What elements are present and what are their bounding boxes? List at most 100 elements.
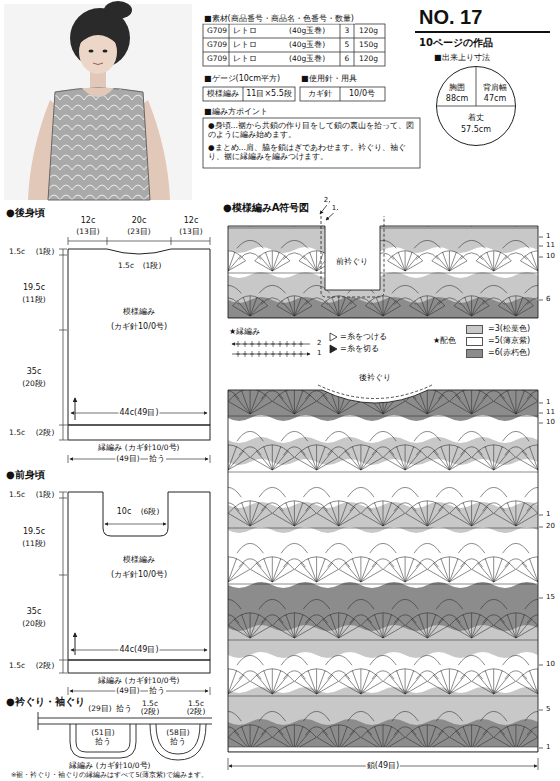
label-text: ※裾・衿ぐり・袖ぐりの縁編みはすべて5(薄京紫)で編みます。 <box>10 772 209 779</box>
front-dimension-lines <box>59 673 67 674</box>
chain-bracket <box>228 758 229 770</box>
front-piece <box>68 660 210 673</box>
label-text: 35c <box>26 368 43 377</box>
back-dimension-lines <box>210 455 211 463</box>
label-text: (40g玉巻) <box>288 41 326 49</box>
border-stitch <box>292 341 296 357</box>
front-dimension-lines <box>59 660 67 661</box>
front-dimension-lines <box>59 575 67 576</box>
label-text: 後衿ぐり <box>358 374 392 383</box>
label-text: 拾う <box>169 738 187 746</box>
label-text: 1 <box>316 350 322 358</box>
front-dimension-lines <box>63 492 64 673</box>
border-stitch <box>271 341 275 357</box>
label-text: (2段) <box>186 708 207 716</box>
color-swatch <box>466 325 483 334</box>
label-text: 1.5c <box>117 262 135 270</box>
label-text: 1.5c <box>187 700 205 708</box>
back-dimension-lines <box>59 425 67 426</box>
label-text: (1段) <box>35 491 56 499</box>
size-circle-dividers <box>436 66 516 106</box>
label-text: 150g <box>358 41 379 49</box>
chain-bracket <box>538 758 539 770</box>
body-chart <box>184 319 560 752</box>
label-text: (40g玉巻) <box>288 27 326 35</box>
label-text: レトロ <box>232 41 258 49</box>
label-text: 5 <box>344 41 351 49</box>
label-text: ■編み方ポイント <box>203 108 269 117</box>
label-text: (13目) <box>75 228 100 236</box>
material-table <box>229 24 230 66</box>
label-text: 1.5c <box>8 662 26 670</box>
label-text: 19.5c <box>22 284 46 293</box>
color-swatch <box>466 349 483 358</box>
back-dimension-lines <box>59 249 67 250</box>
chart-outline <box>228 390 538 752</box>
label-text: 44c(49目) <box>119 646 160 655</box>
label-text: 鎖(49目) <box>366 762 400 771</box>
label-text: 44c(49目) <box>119 409 160 418</box>
label-text: 縁編み (カギ針10/0号) <box>97 444 180 452</box>
label-text: 6 <box>344 55 351 63</box>
row-tick <box>539 246 543 247</box>
back-piece <box>68 249 210 440</box>
chart-outline <box>228 226 538 318</box>
border-stitch <box>250 341 254 357</box>
neck-armhole-border <box>76 724 130 752</box>
chart-outline <box>228 226 538 752</box>
label-text: カギ針 <box>307 90 333 99</box>
size-circle-dividers <box>476 66 477 106</box>
back-dimension-lines <box>59 237 210 463</box>
back-dimension-lines <box>107 237 108 245</box>
label-text: 1 <box>545 399 551 407</box>
label-text: 1 <box>545 744 551 752</box>
material-table <box>340 24 341 66</box>
neck-armhole-border <box>38 724 212 725</box>
material-table <box>203 24 385 66</box>
yarn-symbols <box>330 333 337 353</box>
label-text: 前衿ぐり <box>335 258 369 267</box>
node-text: (カギ針10/0号) <box>111 323 167 332</box>
label-text: 2 <box>323 197 329 205</box>
label-text: レトロ <box>232 55 258 63</box>
label-text: ■素材(商品番号・商品名・色番号・数量) <box>203 15 355 24</box>
material-table <box>203 52 385 53</box>
label-text: 120g <box>358 27 379 35</box>
legend-text: =5(薄京紫) <box>487 337 531 346</box>
color-band <box>228 437 538 752</box>
legend-text: =糸を切る <box>339 345 380 354</box>
material-table <box>300 87 385 101</box>
label-text: 6 <box>545 296 551 304</box>
back-piece <box>68 249 210 425</box>
label-text: ●後身頃 <box>5 207 46 218</box>
label-text: (40g玉巻) <box>288 55 326 63</box>
row-tick <box>539 515 543 516</box>
label-text: (49目) <box>115 687 140 695</box>
legend-text: =3(松葉色) <box>487 325 531 334</box>
label-text: ★配色 <box>432 337 457 346</box>
node-text: 模様編み <box>123 308 155 317</box>
back-dimension-lines <box>68 241 210 242</box>
model-photo <box>103 49 108 52</box>
label-text: (51目) <box>90 729 115 737</box>
label-text: 5 <box>545 706 551 714</box>
label-text: (2段) <box>35 429 56 437</box>
label-text: 拾う <box>115 705 133 713</box>
label-text: 拾う <box>148 455 166 463</box>
label-text: (49目) <box>115 455 140 463</box>
label-text: 縁編み (カギ針10/0号) <box>97 677 180 685</box>
label-text: 10 <box>545 253 556 261</box>
label-text: (13目) <box>178 228 203 236</box>
yarn-symbols <box>330 333 337 341</box>
legend-text: =糸をつける <box>339 333 388 342</box>
node-text: 模様編み <box>123 556 155 565</box>
front-dimension-lines <box>105 524 166 525</box>
label-text: 1.5c <box>8 248 26 256</box>
label-text: ●衿ぐり・袖ぐり <box>5 696 86 707</box>
label-text: ●まとめ…肩、脇を鎖はぎであわせます。衿ぐり、袖ぐり、裾に縁編みを編みつけます。 <box>207 143 417 162</box>
row-tick <box>539 710 543 711</box>
model-photo <box>89 49 94 52</box>
label-text: 11 <box>545 242 556 250</box>
stitch-symbols <box>188 150 560 318</box>
front-piece <box>68 492 210 673</box>
